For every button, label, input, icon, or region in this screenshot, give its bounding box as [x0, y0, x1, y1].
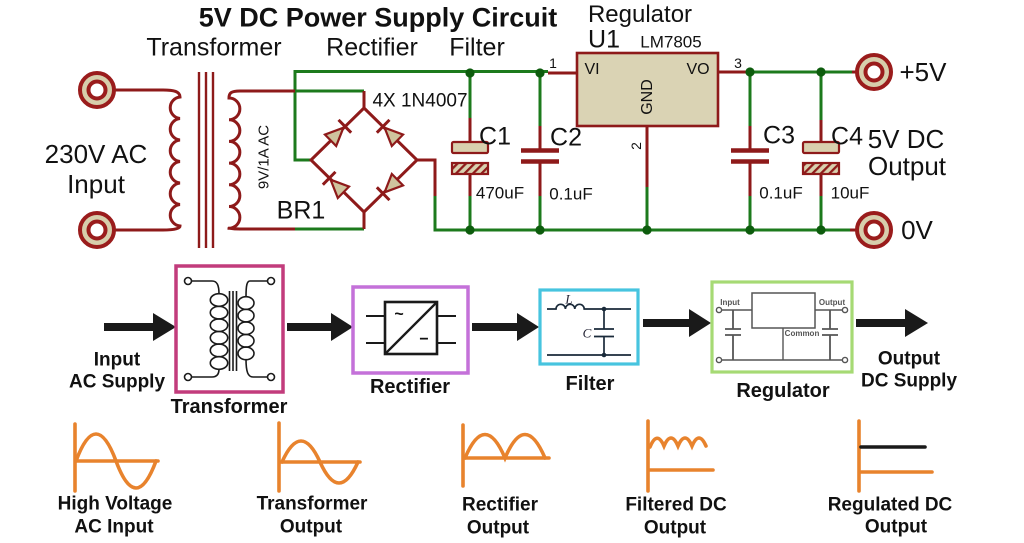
- cap-c1-polarized: [450, 140, 490, 176]
- block-label-regulator: Regulator: [736, 380, 830, 402]
- ripple-wave: [648, 436, 708, 451]
- ic-gnd-pin: GND: [639, 79, 656, 115]
- cap-c1-value: 470uF: [475, 183, 525, 203]
- ic-part-number: LM7805: [640, 32, 702, 52]
- terminal-input-bottom: [78, 211, 116, 249]
- ic-vi-pin: VI: [584, 61, 600, 78]
- cap-c4-polarized: [801, 140, 841, 176]
- cap-c2-ref: C2: [550, 123, 582, 152]
- flow-arrows: [104, 309, 928, 341]
- diode-note: 4X 1N4007: [372, 90, 468, 112]
- terminal-output-5v: [855, 53, 893, 91]
- pin-2-label: 2: [628, 142, 644, 150]
- waveform1-label1: High Voltage: [57, 493, 173, 515]
- output-0v-label: 0V: [901, 215, 933, 245]
- cap-c3: [731, 148, 769, 164]
- cap-c2-value: 0.1uF: [549, 184, 593, 204]
- output-5vdc-label2: Output: [867, 151, 947, 181]
- section-label-rectifier: Rectifier: [326, 33, 418, 62]
- flow-output-label2: DC Supply: [860, 370, 958, 392]
- rectifier-symbol: [366, 300, 456, 356]
- terminal-input-top: [78, 71, 116, 109]
- regulator-common-pin: Common: [784, 329, 820, 338]
- waveform-graphics: [73, 419, 934, 493]
- cap-c4-value: 10uF: [830, 183, 870, 203]
- rectifier-ac-symbol: ~: [394, 306, 404, 323]
- page-title: 5V DC Power Supply Circuit: [198, 2, 558, 33]
- flow-output-label1: Output: [877, 348, 941, 370]
- filter-capacitor-label: C: [582, 325, 592, 341]
- pin-3-label: 3: [734, 55, 742, 71]
- diode-top-right: [375, 118, 405, 148]
- waveform4-label2: Output: [643, 517, 707, 539]
- schematic-green-wires: [293, 70, 852, 232]
- input-label: Input: [67, 169, 125, 199]
- waveform3-label2: Output: [466, 517, 530, 539]
- filter-symbol: [547, 303, 631, 356]
- junction-dots: [465, 67, 826, 235]
- cap-c3-value: 0.1uF: [759, 183, 803, 203]
- waveform1-label2: AC Input: [74, 516, 154, 538]
- secondary-rating-label: 9V/1A AC: [255, 124, 273, 190]
- cap-c4-ref: C4: [831, 122, 863, 151]
- full-wave-rectified: [463, 432, 547, 463]
- terminals: [78, 53, 893, 249]
- sine-wave-large: [74, 432, 158, 490]
- output-plus5v-label: +5V: [899, 57, 947, 87]
- block-label-rectifier: Rectifier: [369, 376, 451, 398]
- diode-top-left: [323, 118, 353, 148]
- flow-input-label1: Input: [93, 349, 141, 371]
- regulator-output-pin: Output: [818, 298, 846, 307]
- terminal-output-0v: [855, 211, 893, 249]
- cap-c3-ref: C3: [763, 121, 795, 150]
- section-label-transformer: Transformer: [146, 33, 282, 62]
- pin-1-label: 1: [549, 55, 557, 71]
- block-label-transformer: Transformer: [170, 396, 288, 418]
- bridge-diodes: [321, 118, 405, 202]
- transformer-block: [174, 264, 285, 394]
- section-label-regulator: Regulator: [587, 1, 693, 28]
- regulator-input-pin: Input: [720, 298, 740, 307]
- section-label-filter: Filter: [449, 33, 505, 62]
- flow-input-label2: AC Supply: [68, 371, 166, 393]
- bridge-ref: BR1: [276, 196, 326, 225]
- ic-vo-pin: VO: [686, 61, 710, 78]
- rectifier-block: [351, 285, 470, 375]
- cap-c1-ref: C1: [479, 122, 511, 151]
- ic-ref: U1: [588, 25, 620, 54]
- regulator-block: [710, 280, 854, 374]
- waveform3-label1: Rectifier: [461, 494, 539, 516]
- filter-block: [538, 288, 640, 366]
- waveform5-label1: Regulated DC: [827, 494, 953, 516]
- diode-bottom-right: [375, 172, 405, 202]
- waveform2-label2: Output: [279, 516, 343, 538]
- output-5vdc-label: 5V DC: [867, 124, 945, 154]
- rectifier-dc-symbol: −: [419, 331, 429, 348]
- cap-c2: [521, 148, 559, 164]
- waveform2-label1: Transformer: [256, 493, 368, 515]
- sine-wave-small: [280, 439, 360, 485]
- input-voltage-label: 230V AC: [44, 139, 148, 169]
- filter-inductor-label: L: [565, 291, 573, 307]
- diode-bottom-left: [321, 170, 351, 200]
- block-label-filter: Filter: [565, 373, 615, 395]
- transformer-symbol: [183, 276, 276, 382]
- regulator-symbol: [715, 292, 849, 364]
- capacitors: [450, 140, 841, 176]
- waveform4-label1: Filtered DC: [625, 494, 727, 516]
- regulator-ic-body: [575, 51, 720, 128]
- waveform5-label2: Output: [864, 516, 928, 538]
